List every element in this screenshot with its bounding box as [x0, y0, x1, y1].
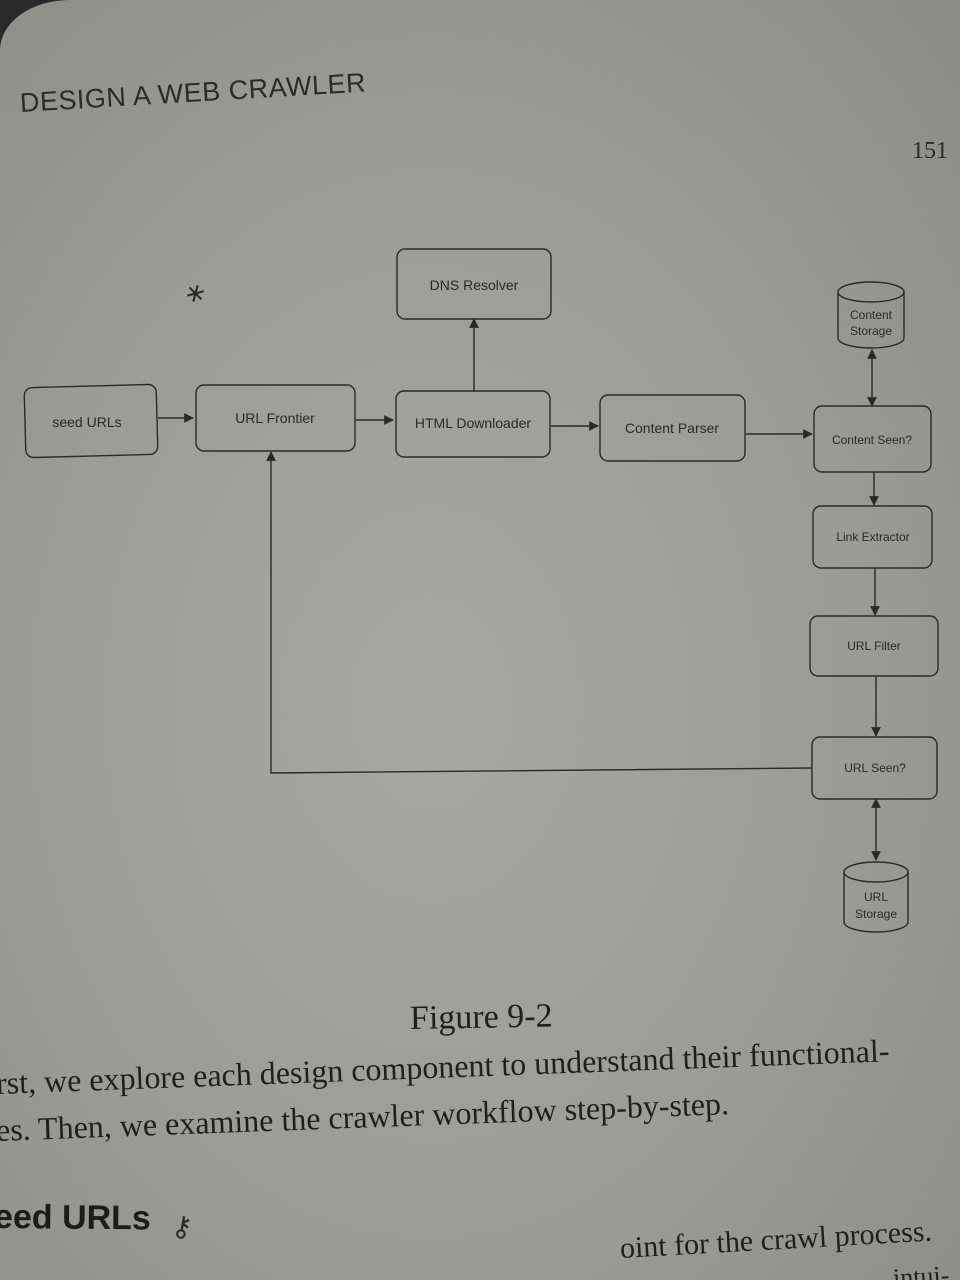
node-content-storage-db: Content Storage [837, 281, 905, 349]
edge-url-seen-to-frontier [266, 451, 813, 774]
pen-mark-annotation: ⚷ [169, 1208, 196, 1245]
node-link-extractor: Link Extractor [812, 505, 933, 569]
svg-text:URL: URL [864, 890, 888, 904]
svg-text:Content Parser: Content Parser [625, 420, 719, 436]
svg-text:URL Filter: URL Filter [847, 639, 901, 653]
svg-text:Storage: Storage [855, 907, 897, 921]
section-heading: eed URLs [0, 1198, 151, 1238]
node-dns-resolver: DNS Resolver [396, 248, 552, 320]
svg-text:URL Seen?: URL Seen? [844, 761, 906, 775]
figure-caption: Figure 9-2 [409, 997, 553, 1037]
body-text-line-partial: oint for the crawl process. [619, 1214, 933, 1265]
node-seed-urls: seed URLs [23, 383, 159, 459]
node-url-seen: URL Seen? [811, 736, 938, 800]
node-content-parser: Content Parser [599, 394, 746, 462]
svg-text:Storage: Storage [850, 324, 892, 338]
body-text-line-partial: intui- [892, 1260, 951, 1280]
svg-text:Content Seen?: Content Seen? [832, 433, 912, 447]
svg-text:HTML Downloader: HTML Downloader [415, 415, 532, 431]
svg-text:Content: Content [850, 308, 893, 322]
node-url-frontier: URL Frontier [195, 384, 356, 452]
node-html-downloader: HTML Downloader [395, 390, 551, 458]
node-url-storage-db: URL Storage [843, 861, 909, 933]
node-url-filter: URL Filter [809, 615, 939, 677]
node-content-seen: Content Seen? [813, 405, 932, 473]
web-crawler-diagram: seed URLs URL Frontier HTML Downloader D… [23, 248, 939, 933]
svg-text:Link Extractor: Link Extractor [836, 530, 909, 544]
page-number: 151 [912, 138, 948, 164]
svg-text:URL Frontier: URL Frontier [235, 410, 315, 426]
svg-text:DNS Resolver: DNS Resolver [430, 277, 519, 293]
svg-text:seed URLs: seed URLs [52, 414, 121, 430]
body-text-line: rst, we explore each design component to… [0, 1032, 890, 1101]
